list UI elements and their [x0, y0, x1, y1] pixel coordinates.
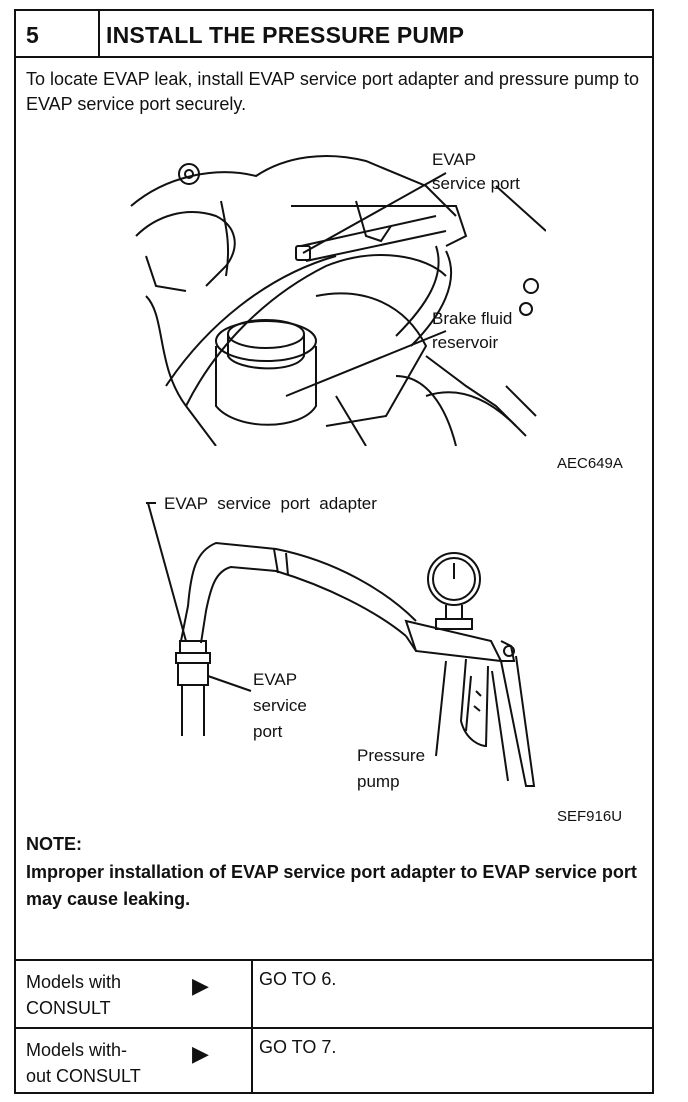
pressure-pump-illustration [146, 502, 536, 787]
step-title: INSTALL THE PRESSURE PUMP [106, 22, 465, 48]
branch-action: GO TO 7. [259, 1037, 337, 1057]
branch-row: Models with- out CONSULT ▶ GO TO 7. [16, 1027, 652, 1094]
branch-condition: Models with CONSULT [26, 972, 122, 1018]
figure-code-2: SEF916U [557, 808, 623, 825]
arrow-right-icon: ▶ [192, 973, 209, 998]
figure-code-1: AEC649A [557, 455, 623, 472]
branch-action: GO TO 6. [259, 969, 337, 989]
note-heading: NOTE: [26, 834, 82, 854]
column-divider [251, 961, 253, 1029]
column-divider [251, 1029, 253, 1094]
label-evap-service-port-adapter: EVAP service port adapter [164, 494, 377, 513]
step-number: 5 [16, 11, 100, 56]
engine-bay-illustration [130, 155, 546, 446]
label-pressure-pump: Pressure pump [357, 746, 426, 791]
arrow-right-icon: ▶ [192, 1041, 209, 1066]
branch-row: Models with CONSULT ▶ GO TO 6. [16, 959, 652, 1029]
label-evap-service-port-2: EVAP service port [253, 670, 307, 741]
label-brake-fluid-reservoir: Brake fluid reservoir [432, 309, 513, 352]
step-header: 5 INSTALL THE PRESSURE PUMP [16, 11, 652, 58]
branch-condition: Models with- out CONSULT [26, 1040, 141, 1086]
label-evap-service-port: EVAP service port [432, 150, 520, 193]
note-text: Improper installation of EVAP service po… [26, 862, 637, 909]
instruction-text: To locate EVAP leak, install EVAP servic… [26, 69, 640, 114]
procedure-box: 5 INSTALL THE PRESSURE PUMP To locate EV… [14, 9, 654, 1094]
